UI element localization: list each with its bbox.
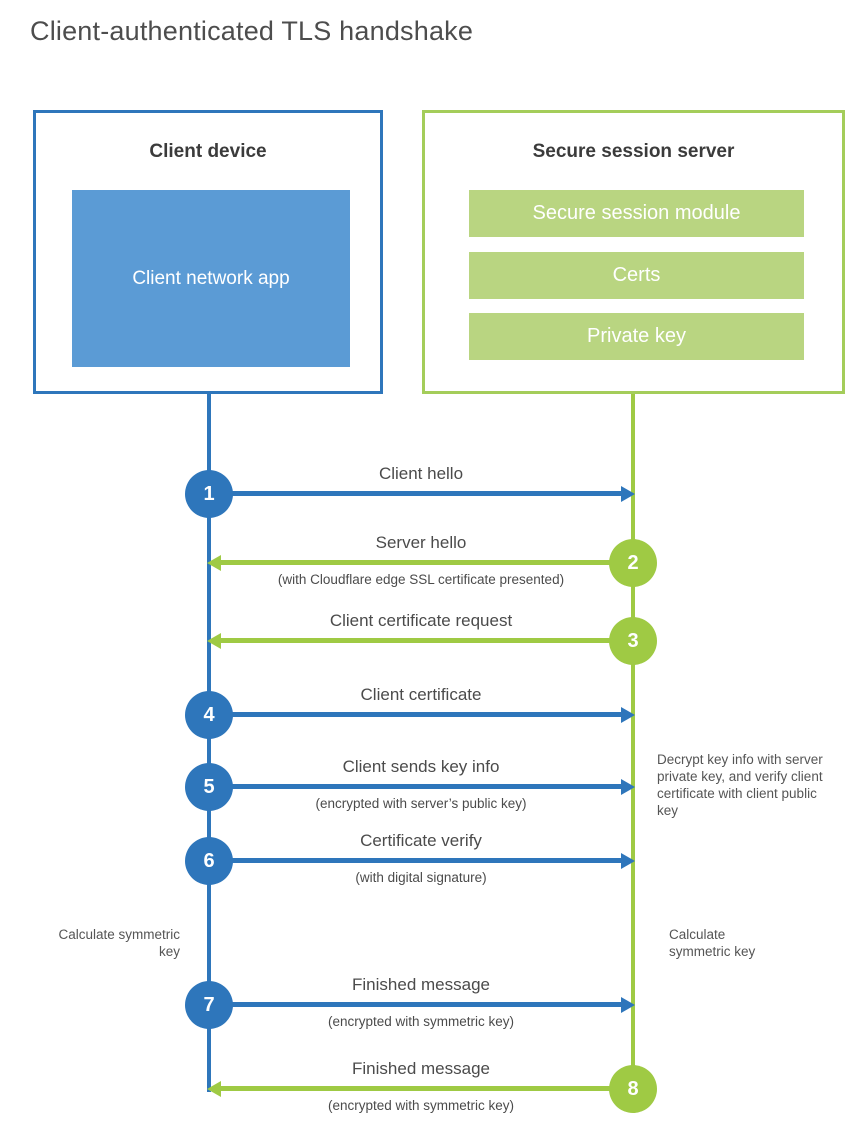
step-7-label: Finished message: [352, 975, 490, 994]
step-3-circle: 3: [609, 617, 657, 665]
step-1-arrowhead-icon: [621, 486, 635, 502]
step-3-arrow: [207, 633, 635, 649]
step-2-arrowhead-icon: [207, 555, 221, 571]
step-4-arrowhead-icon: [621, 707, 635, 723]
server-certs-bar: Certs: [469, 252, 804, 299]
step-4-arrow-shaft: [207, 712, 622, 717]
step-3-number: 3: [627, 629, 639, 652]
step-7-arrowhead-icon: [621, 997, 635, 1013]
step-4-label: Client certificate: [360, 685, 482, 704]
step-7-circle: 7: [185, 981, 233, 1029]
secure-session-server-title: Secure session server: [532, 141, 735, 162]
server-private-key-label: Private key: [587, 325, 686, 347]
step-3-label: Client certificate request: [329, 611, 513, 630]
step-7-number: 7: [203, 993, 215, 1016]
step-2-label: Server hello: [375, 533, 467, 552]
step-1-number: 1: [203, 482, 215, 505]
step-2-arrow-shaft: [220, 560, 635, 565]
page-title: Client-authenticated TLS handshake: [30, 16, 474, 46]
server-certs-label: Certs: [612, 264, 661, 286]
step-5-sublabel: (encrypted with server’s public key): [315, 796, 527, 811]
step-6-arrowhead-icon: [621, 853, 635, 869]
server-module-bar: Secure session module: [469, 190, 804, 237]
step-5-arrow: [207, 779, 635, 795]
step-7-sublabel: (encrypted with symmetric key): [327, 1014, 515, 1029]
step-8-number: 8: [627, 1077, 639, 1100]
step-6-circle: 6: [185, 837, 233, 885]
step-8-circle: 8: [609, 1065, 657, 1113]
step-6-arrow-shaft: [207, 858, 622, 863]
step-6-label: Certificate verify: [360, 831, 482, 850]
step-6-number: 6: [203, 849, 215, 872]
step-1-label: Client hello: [378, 464, 464, 483]
step-1-arrow-shaft: [207, 491, 622, 496]
step-6-arrow: [207, 853, 635, 869]
step-8-sublabel: (encrypted with symmetric key): [327, 1098, 515, 1113]
step-6-sublabel: (with digital signature): [355, 870, 487, 885]
note-calculate-symmetric-key-server: Calculate symmetric key: [669, 927, 756, 959]
secure-session-server-box: Secure session server Secure session mod…: [422, 110, 845, 394]
step-7-arrow: [207, 997, 635, 1013]
step-1-arrow: [207, 486, 635, 502]
step-4-circle: 4: [185, 691, 233, 739]
note-calculate-symmetric-key-client: Calculate symmetric key: [58, 927, 180, 959]
step-7-arrow-shaft: [207, 1002, 622, 1007]
note-decrypt-key-info: Decrypt key info with server private key…: [657, 752, 823, 818]
step-3-arrow-shaft: [220, 638, 635, 643]
step-5-label: Client sends key info: [342, 757, 500, 776]
step-2-sublabel: (with Cloudflare edge SSL certificate pr…: [277, 572, 565, 587]
step-2-arrow: [207, 555, 635, 571]
step-8-arrow: [207, 1081, 635, 1097]
server-private-key-bar: Private key: [469, 313, 804, 360]
step-3-arrowhead-icon: [207, 633, 221, 649]
client-network-app-box: Client network app: [72, 190, 350, 367]
step-5-arrowhead-icon: [621, 779, 635, 795]
step-8-arrow-shaft: [220, 1086, 635, 1091]
client-device-box: Client device Client network app: [33, 110, 383, 394]
step-8-arrowhead-icon: [207, 1081, 221, 1097]
step-4-arrow: [207, 707, 635, 723]
server-module-label: Secure session module: [532, 202, 741, 224]
step-5-circle: 5: [185, 763, 233, 811]
client-network-app-label: Client network app: [132, 267, 290, 289]
client-device-title: Client device: [149, 141, 267, 162]
client-lifeline: [207, 394, 211, 1092]
server-lifeline: [631, 394, 635, 1089]
step-1-circle: 1: [185, 470, 233, 518]
step-5-arrow-shaft: [207, 784, 622, 789]
step-8-label: Finished message: [352, 1059, 490, 1078]
step-2-number: 2: [627, 551, 639, 574]
step-4-number: 4: [203, 703, 215, 726]
step-2-circle: 2: [609, 539, 657, 587]
step-5-number: 5: [203, 775, 215, 798]
